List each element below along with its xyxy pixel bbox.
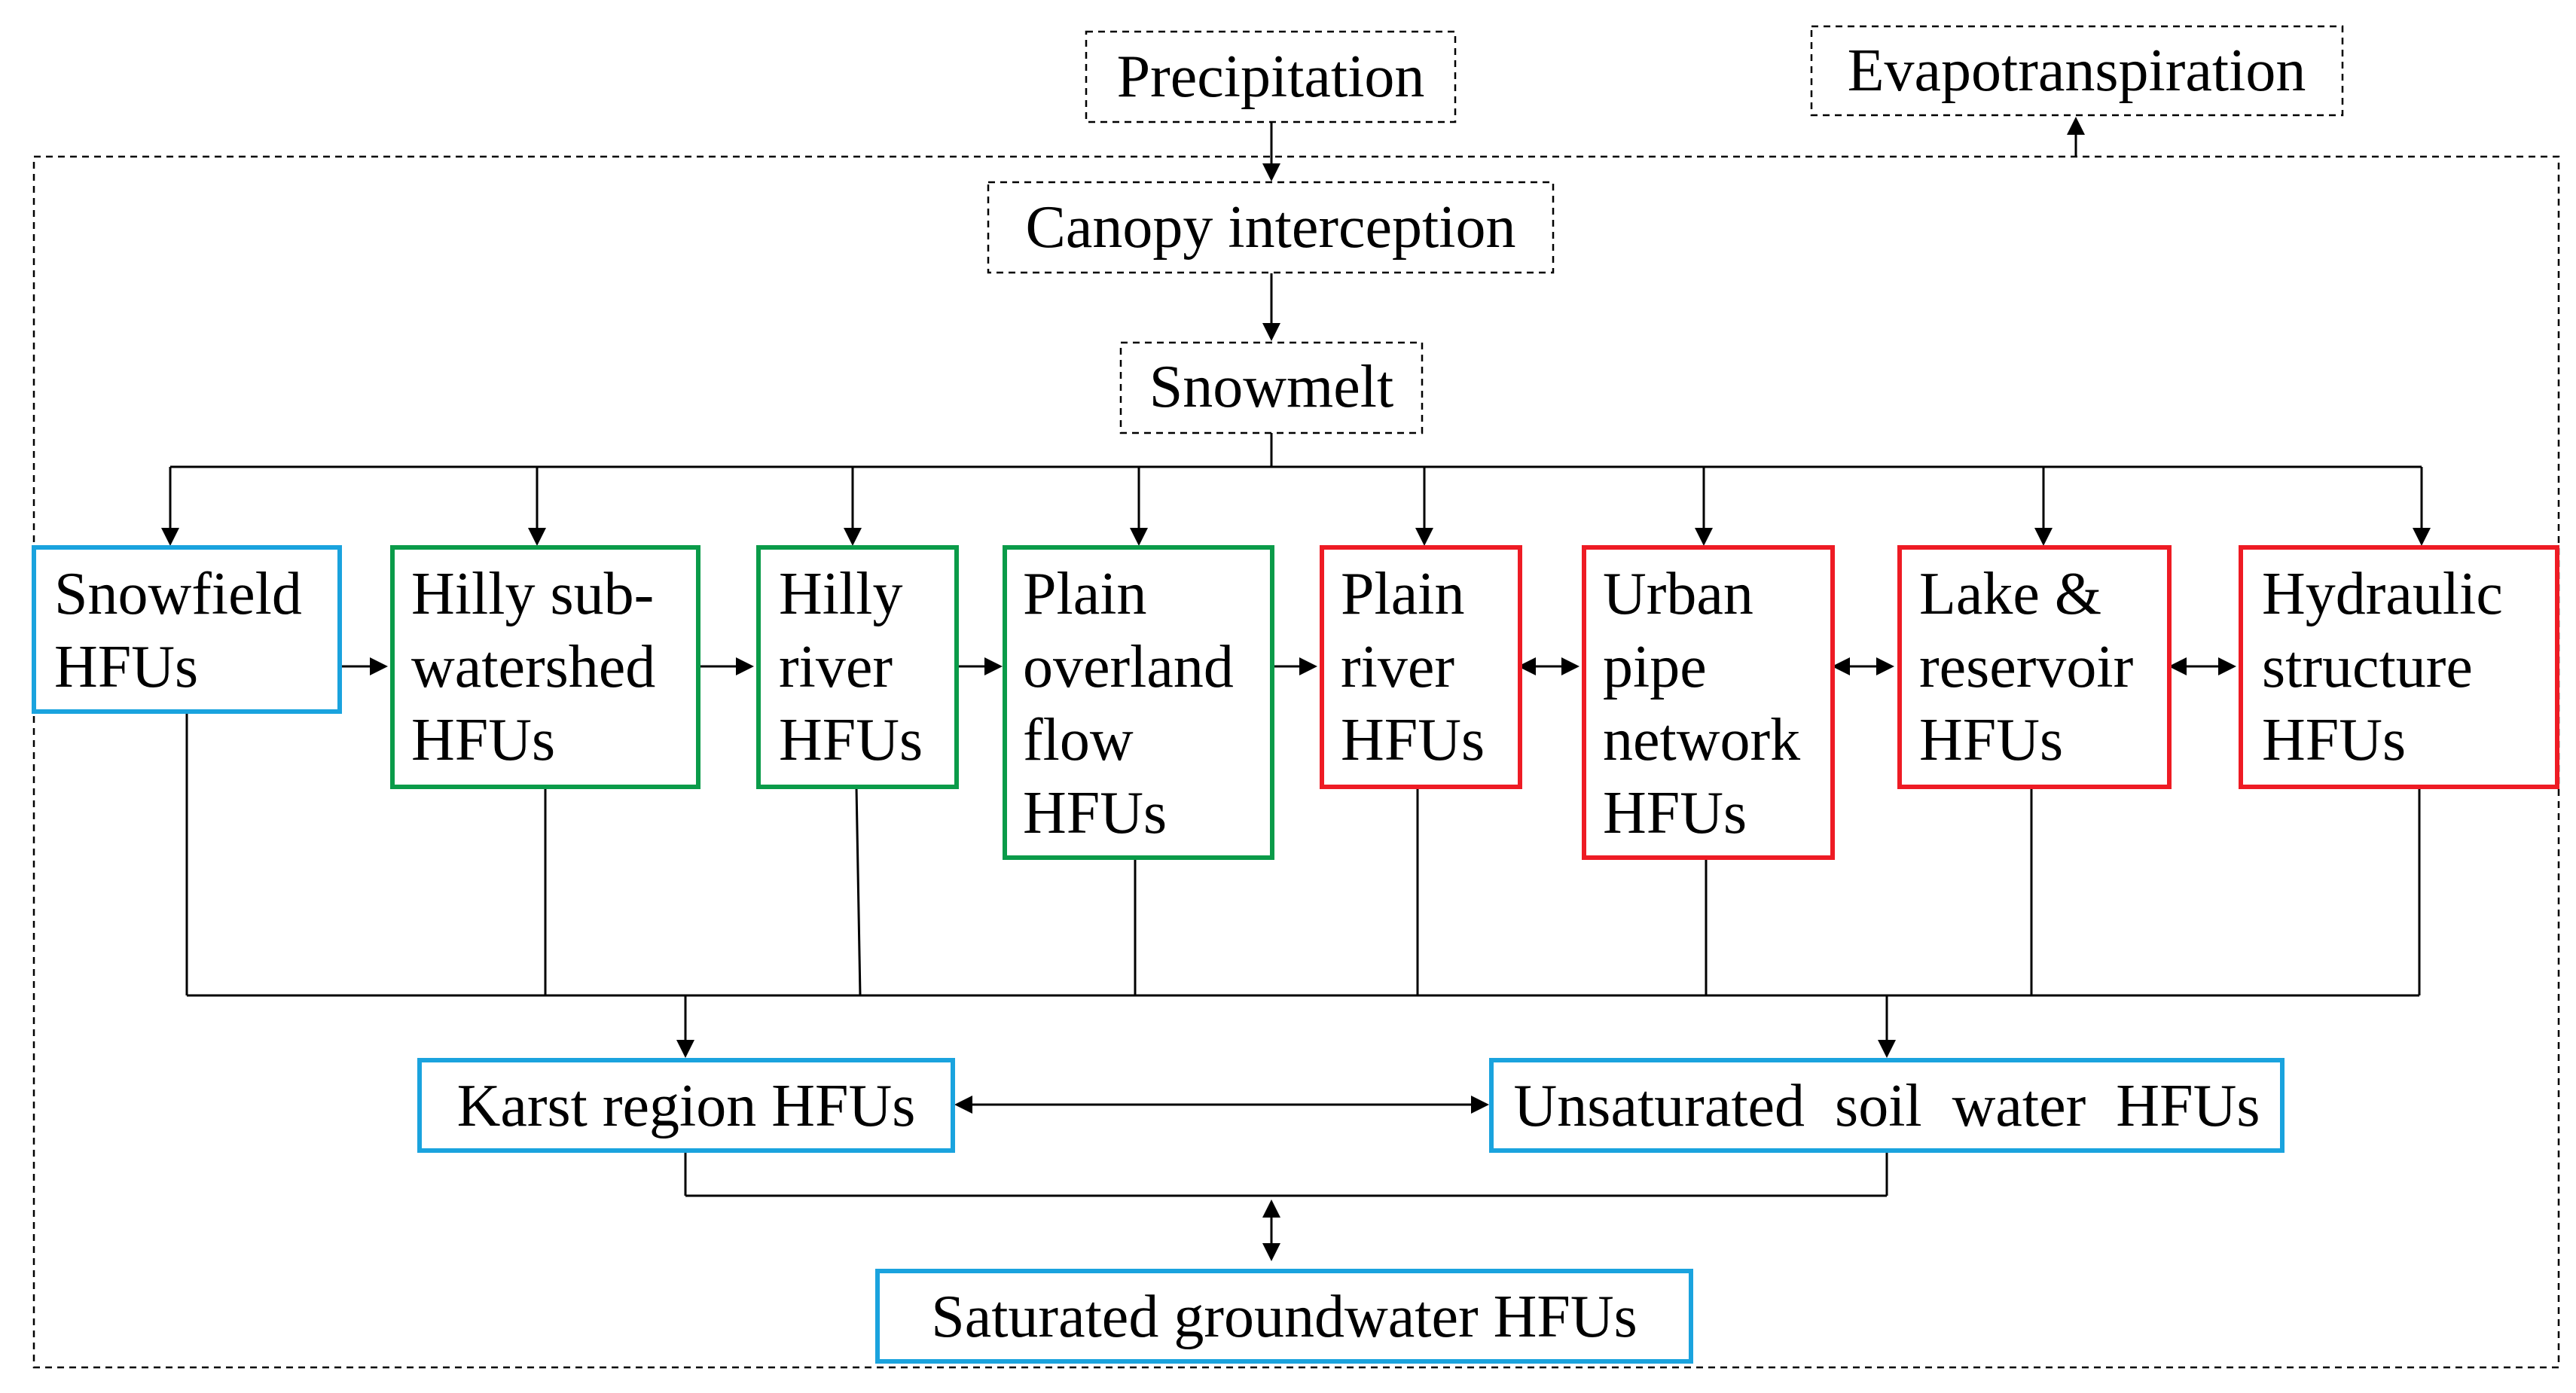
- snowfield-line-2: HFUs: [54, 634, 198, 700]
- hydraulic-line-1: Hydraulic: [2262, 561, 2503, 627]
- snowmelt-label: Snowmelt: [1149, 354, 1393, 420]
- urban-pipe-line-1: Urban: [1603, 561, 1753, 627]
- karst-border: [417, 1058, 955, 1153]
- hilly-sub-line-2: watershed: [411, 634, 655, 700]
- lake-reservoir-hfus-box: Lake & reservoir HFUs: [1897, 545, 2172, 789]
- urban-pipe-line-2: pipe: [1603, 634, 1707, 700]
- drop-hilly-river: [855, 786, 862, 996]
- svg-text:Plain overland flo: Plain overland flow HFUs: [1023, 561, 1249, 846]
- karst-label: Karst region HFUs: [457, 1073, 916, 1139]
- svg-text:Hilly sub- watershed: Hilly sub- watershed HFUs: [411, 561, 670, 773]
- svg-text:Plain river HFUs: Plain river HFUs: [1341, 561, 1485, 773]
- unsaturated-border: [1489, 1058, 2285, 1153]
- hilly-sub-watershed-hfus-box: Hilly sub- watershed HFUs: [390, 545, 700, 789]
- canopy-label: Canopy interception: [1026, 194, 1516, 261]
- hydraulic-border: [2239, 545, 2559, 789]
- evapotranspiration-box: Evapotranspiration: [1810, 25, 2344, 117]
- connectors: [161, 117, 2431, 1261]
- plain-river-hfus-box: Plain river HFUs: [1320, 545, 1522, 789]
- saturated-label: Saturated groundwater HFUs: [931, 1284, 1637, 1350]
- plain-river-border: [1320, 545, 1522, 789]
- lake-reservoir-line-3: HFUs: [1919, 707, 2063, 773]
- plain-overland-border: [1003, 545, 1274, 860]
- snowfield-border: [32, 545, 342, 714]
- hilly-sub-line-1: Hilly sub-: [411, 561, 654, 627]
- hydraulic-structure-hfus-box: Hydraulic structure HFUs: [2239, 545, 2559, 789]
- hilly-sub-line-3: HFUs: [411, 707, 555, 773]
- plain-overland-flow-hfus-box: Plain overland flow HFUs: [1003, 545, 1274, 860]
- hilly-river-line-1: Hilly: [779, 561, 902, 627]
- snowmelt-box: Snowmelt: [1119, 341, 1424, 434]
- unsaturated-soil-water-hfus-box: Unsaturated soil water HFUs: [1489, 1058, 2285, 1153]
- plain-overland-line-2: overland: [1023, 634, 1234, 700]
- lake-reservoir-line-1: Lake &: [1919, 561, 2101, 627]
- plain-river-line-2: river: [1341, 634, 1454, 700]
- precipitation-label: Precipitation: [1117, 44, 1425, 110]
- hilly-sub-border: [390, 545, 700, 789]
- canopy-box: Canopy interception: [987, 181, 1555, 274]
- urban-pipe-line-3: network: [1603, 707, 1800, 773]
- lake-reservoir-line-2: reservoir: [1919, 634, 2133, 700]
- svg-text:Urban pipe network: Urban pipe network HFUs: [1603, 561, 1815, 846]
- plain-river-line-1: Plain: [1341, 561, 1464, 627]
- precipitation-box: Precipitation: [1085, 30, 1457, 123]
- evapotranspiration-label: Evapotranspiration: [1848, 38, 2306, 104]
- snowfield-hfus-box: Snowfield HFUs: [32, 545, 342, 714]
- unsaturated-label: Unsaturated soil water HFUs: [1514, 1073, 2260, 1139]
- hydraulic-line-2: structure: [2262, 634, 2473, 700]
- plain-overland-line-3: flow: [1023, 707, 1134, 773]
- hilly-river-hfus-box: Hilly river HFUs: [756, 545, 959, 789]
- saturated-border: [875, 1269, 1693, 1364]
- svg-text:Hydraulic structure: Hydraulic structure HFUs: [2262, 561, 2518, 773]
- urban-pipe-network-hfus-box: Urban pipe network HFUs: [1582, 545, 1835, 860]
- urban-pipe-border: [1582, 545, 1835, 860]
- plain-overland-line-1: Plain: [1023, 561, 1146, 627]
- hilly-river-border: [756, 545, 959, 789]
- svg-text:Hilly river HFUs: Hilly river HFUs: [779, 561, 923, 773]
- lake-reservoir-border: [1897, 545, 2172, 789]
- hilly-river-line-2: river: [779, 634, 893, 700]
- hydraulic-line-3: HFUs: [2262, 707, 2406, 773]
- saturated-groundwater-hfus-box: Saturated groundwater HFUs: [875, 1269, 1693, 1364]
- snowfield-line-1: Snowfield: [54, 561, 302, 627]
- svg-text:Snowfield HFUs: Snowfield HFUs: [54, 561, 317, 700]
- hilly-river-line-3: HFUs: [779, 707, 923, 773]
- plain-river-line-3: HFUs: [1341, 707, 1485, 773]
- urban-pipe-line-4: HFUs: [1603, 780, 1747, 846]
- karst-region-hfus-box: Karst region HFUs: [417, 1058, 955, 1153]
- plain-overland-line-4: HFUs: [1023, 780, 1167, 846]
- svg-text:Lake & reservoir H: Lake & reservoir HFUs: [1919, 561, 2148, 773]
